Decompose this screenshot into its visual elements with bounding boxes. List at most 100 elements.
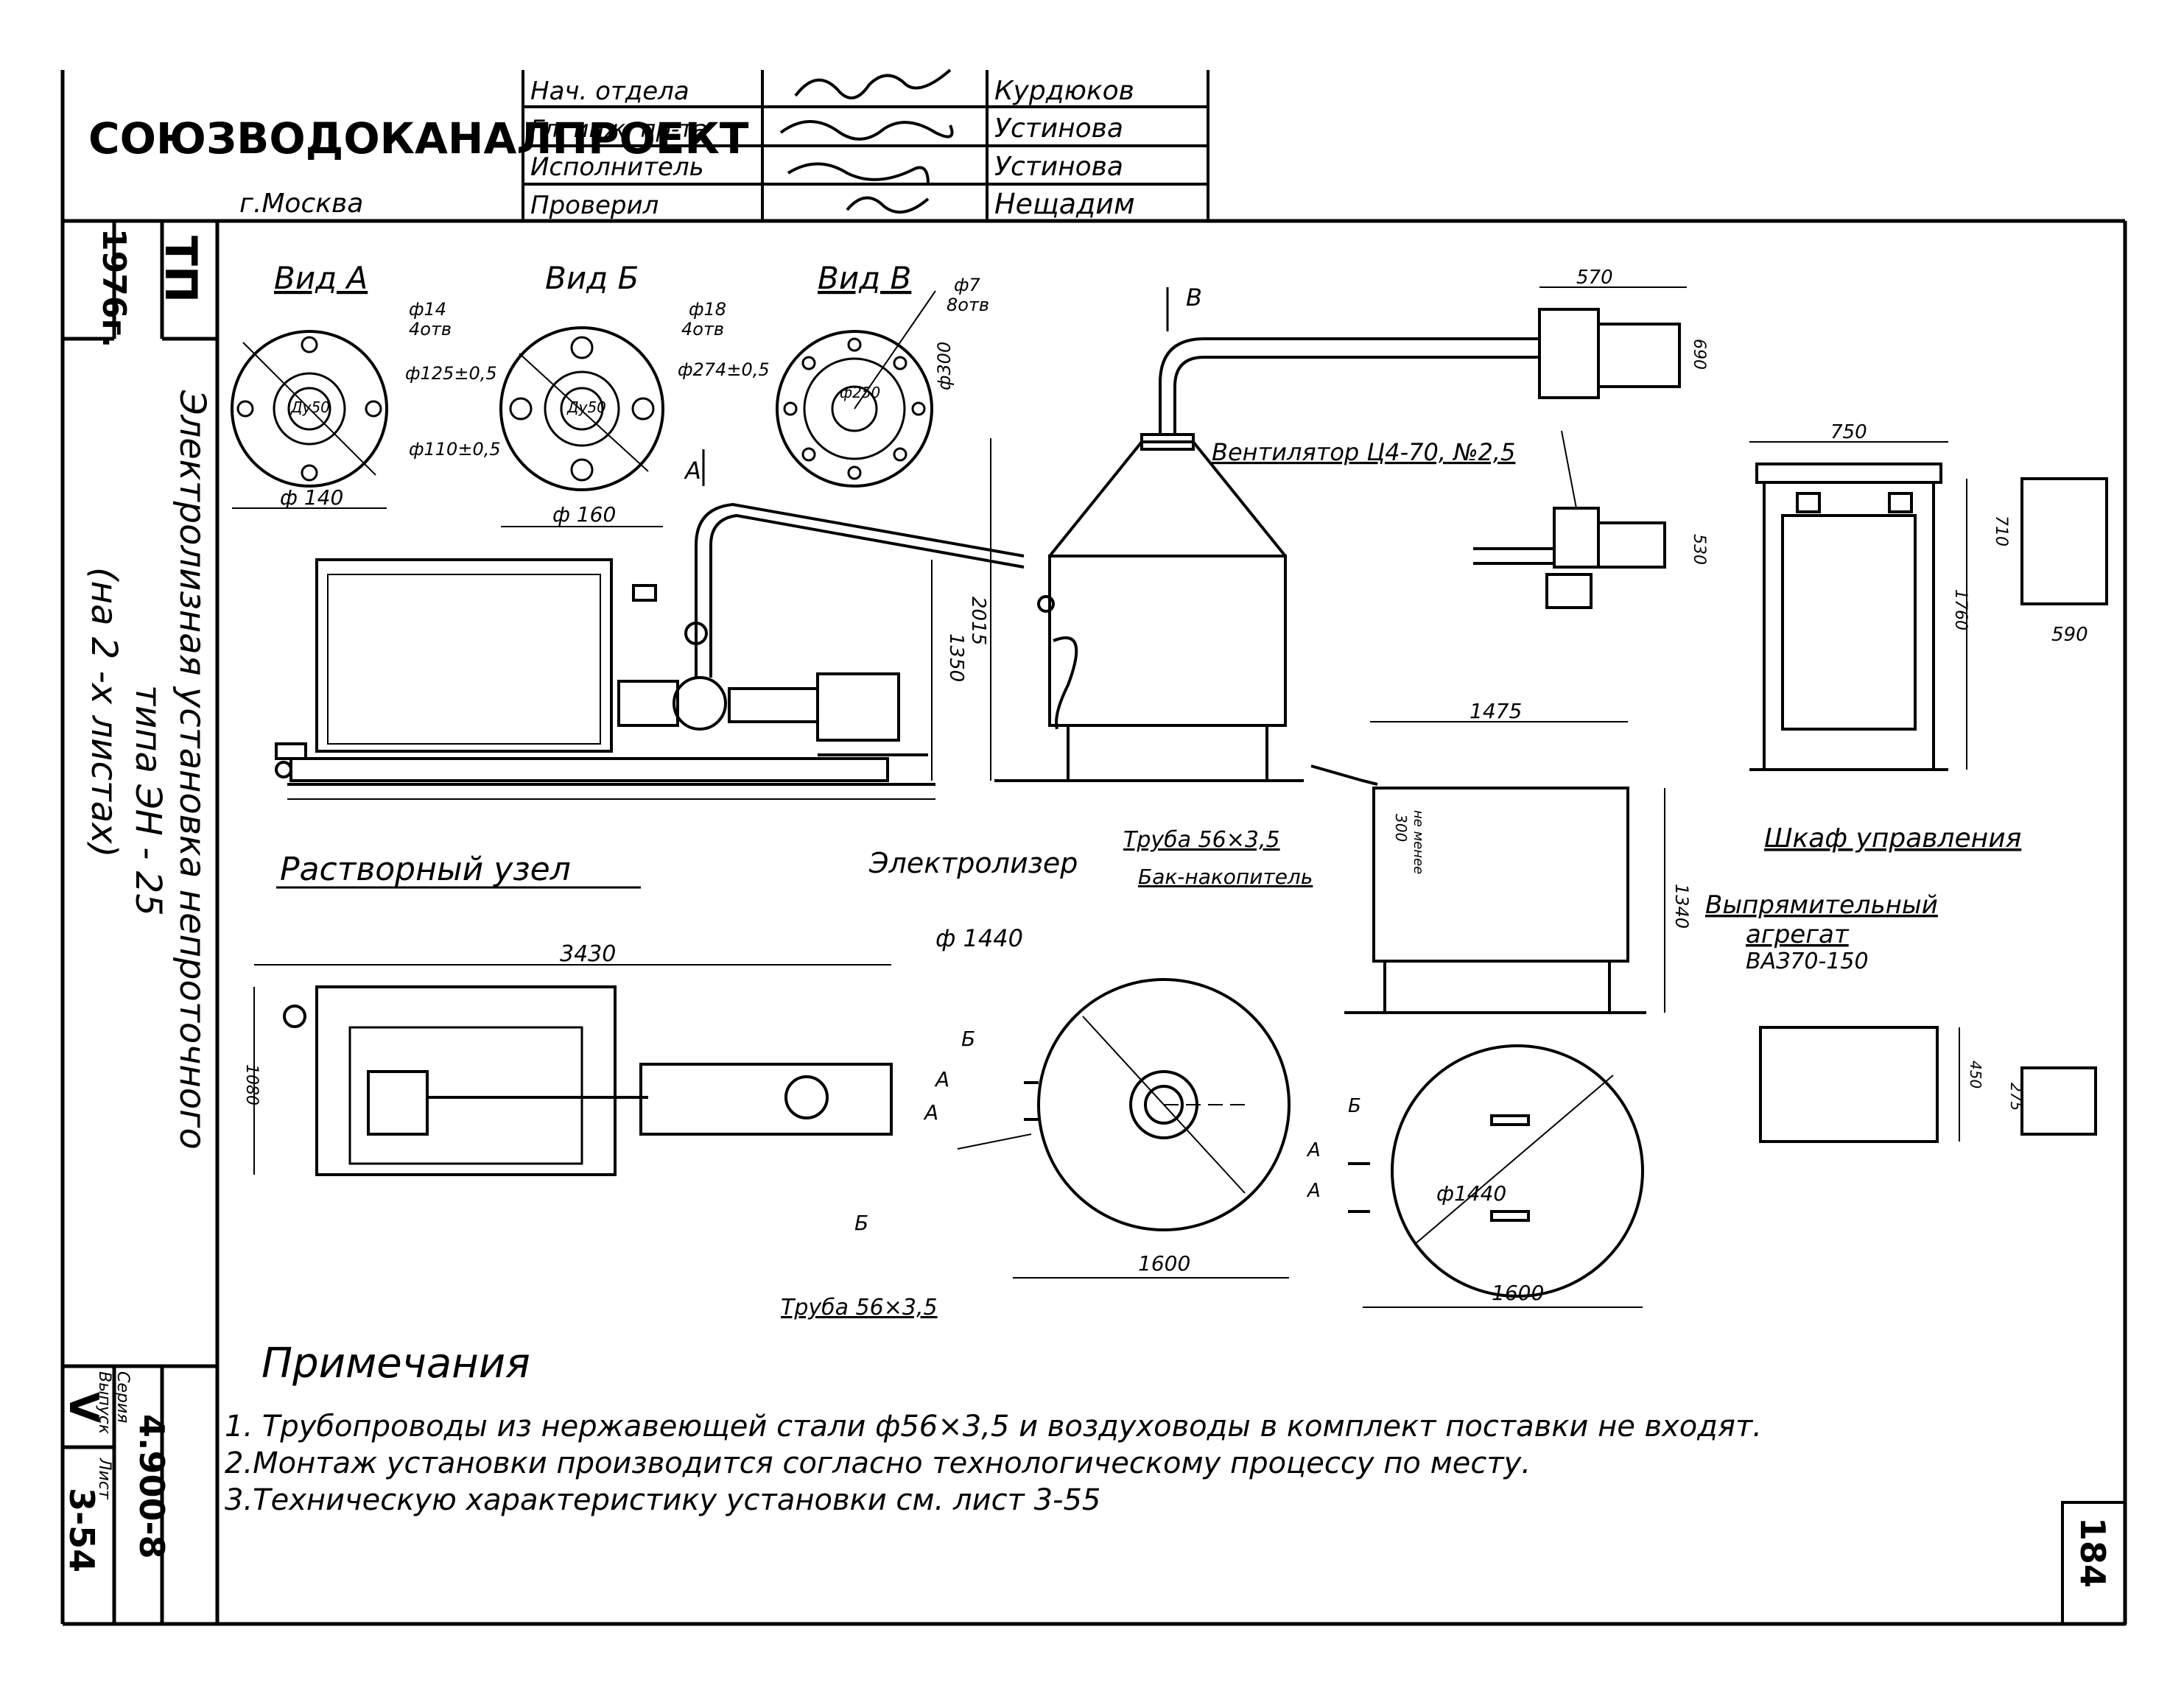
svg-text:4отв: 4отв	[409, 319, 452, 340]
note-1: 1. Трубопроводы из нержавеющей стали ф56…	[225, 1410, 1762, 1443]
name-ustinova-2: Устинова	[994, 152, 1123, 182]
arrow-v-label: В	[1186, 284, 1202, 312]
view-b: Вид Б ф18 4отв ф274±0,5 Ду50 ф 160	[499, 260, 770, 527]
role-head-of-department: Нач. отдела	[530, 77, 689, 106]
dim-tank-min: 300	[1392, 814, 1410, 842]
name-kurdyukov: Курдюков	[994, 76, 1134, 106]
rectifier-label-2: агрегат	[1746, 920, 1850, 949]
pipe-bottom-label: Труба 56×3,5	[781, 1295, 938, 1320]
svg-text:ф18: ф18	[689, 299, 726, 320]
role-checker: Проверил	[530, 191, 659, 220]
dim-electrolyzer-diam: ф 1440	[935, 924, 1023, 952]
svg-text:ф 160: ф 160	[552, 502, 616, 527]
dir-b-label-1: Б	[961, 1027, 975, 1051]
city-label: г.Москва	[239, 189, 363, 219]
fan-duct	[1204, 286, 1687, 609]
notes-section: Примечания 1. Трубопроводы из нержавеюще…	[225, 1340, 1762, 1517]
signatures	[779, 68, 954, 214]
dim-tank-height: 1340	[1671, 884, 1692, 929]
role-chief-engineer: Гл. инж. пр-та	[530, 115, 708, 143]
storage-tank-elevation	[1310, 721, 1665, 1014]
dim-cabinet-h2: 710	[1992, 516, 2010, 546]
view-v-title: Вид В	[818, 260, 911, 296]
tank-label: Бак-накопитель	[1138, 865, 1313, 889]
sheet-number: 3-54	[62, 1488, 102, 1572]
dim-2015: 2015	[967, 438, 991, 781]
rectifier-label-1: Выпрямительный	[1705, 890, 1938, 920]
svg-text:ф250: ф250	[840, 384, 880, 401]
dim-fan-width: 570	[1576, 267, 1613, 289]
pipe-top-label: Труба 56×3,5	[1123, 827, 1280, 853]
fan-label: Вентилятор Ц4-70, №2,5	[1212, 438, 1515, 466]
dissolver-label: Растворный узел	[280, 851, 571, 888]
drawing-title-line3: (на 2 -х листах)	[83, 567, 124, 857]
arrow-a-label: А	[684, 457, 701, 485]
dim-tank-diam: ф1440	[1436, 1181, 1506, 1206]
dir-a-label-2: А	[923, 1100, 938, 1125]
dim-dissolver-width: 1080	[242, 1064, 261, 1105]
dim-fan-height: 690	[1690, 339, 1708, 370]
sheet-label: Лист	[95, 1457, 113, 1500]
storage-tank-plan	[1348, 1044, 1644, 1308]
name-neshchadim: Нещадим	[994, 188, 1135, 220]
svg-text:1350: 1350	[945, 633, 967, 682]
view-b-title: Вид Б	[545, 260, 639, 296]
notes-heading: Примечания	[261, 1340, 530, 1388]
view-a-title: Вид А	[274, 260, 368, 296]
series-label: Серия	[113, 1371, 132, 1423]
issue-label: Выпуск	[95, 1371, 113, 1435]
issue-number: V	[60, 1392, 107, 1423]
view-v: Вид В ф7 8отв ф250 ф300	[776, 260, 989, 488]
dir-b-label-2: Б	[854, 1211, 868, 1235]
rectifier	[1759, 1026, 2097, 1143]
dissolver-elevation	[275, 502, 1025, 786]
rectifier-label-3: ВАЗ70-150	[1746, 949, 1869, 974]
dim-tank-min-2: не менее	[1411, 810, 1426, 874]
drawing-title-line1: Электролизная установка непроточного	[172, 390, 213, 1150]
dim-electrolyzer-plan: 1600	[1138, 1251, 1190, 1276]
svg-text:ф110±0,5: ф110±0,5	[409, 439, 501, 460]
dir-b-label-3: Б	[1348, 1095, 1361, 1117]
svg-text:ф300: ф300	[934, 342, 955, 390]
page-number-box: 184	[2061, 1501, 2127, 1625]
svg-text:8отв: 8отв	[947, 295, 989, 315]
dim-cabinet-h1: 1760	[1951, 589, 1970, 630]
svg-text:2015: 2015	[967, 597, 989, 645]
year-stamp: 1976г.	[95, 228, 133, 348]
electrolyzer-label: Электролизер	[868, 847, 1078, 879]
dissolver-plan	[253, 964, 893, 1176]
role-executor: Исполнитель	[530, 152, 704, 182]
dim-tank-width: 1475	[1470, 699, 1522, 723]
drawing-title-line2: типа ЭН - 25	[127, 685, 169, 916]
control-cabinet	[1749, 441, 2108, 771]
svg-text:ф125±0,5: ф125±0,5	[405, 363, 497, 384]
td-stamp: ТП	[155, 236, 206, 303]
dim-fan-motor: 530	[1690, 534, 1708, 565]
dim-rect-h2: 275	[2007, 1083, 2025, 1111]
dim-tank-plan: 1600	[1492, 1281, 1544, 1305]
left-strip: 1976г. ТП Электролизная установка непрот…	[60, 228, 213, 1572]
dim-dissolver-length: 3430	[560, 941, 616, 967]
sheet-frame	[60, 70, 2127, 1626]
electrolyzer-plan	[957, 978, 1291, 1279]
svg-text:ф14: ф14	[409, 299, 446, 320]
svg-text:ф 140: ф 140	[280, 485, 343, 510]
title-block: СОЮЗВОДОКАНАЛПРОЕКТ г.Москва Нач. отдела…	[88, 68, 1209, 221]
svg-text:4отв: 4отв	[681, 319, 724, 340]
svg-text:ф274±0,5: ф274±0,5	[678, 359, 770, 380]
dim-1350: 1350	[931, 560, 967, 781]
dim-rect-h1: 450	[1967, 1061, 1984, 1089]
svg-text:ф7: ф7	[954, 275, 981, 295]
series-number: 4.900-8	[132, 1414, 172, 1559]
svg-text:Ду50: Ду50	[290, 398, 330, 416]
dim-cabinet-width: 750	[1830, 421, 1867, 443]
dim-rect-width: 590	[2051, 624, 2088, 646]
dir-a-label-1: А	[934, 1067, 949, 1091]
svg-text:184: 184	[2073, 1517, 2113, 1588]
view-a: Вид А ф14 4отв ф125±0,5 ф110±0,5 Ду50 ф …	[231, 260, 501, 510]
dir-a-label-3: А	[1306, 1139, 1321, 1161]
note-3: 3.Техническую характеристику установки с…	[225, 1483, 1100, 1517]
dir-a-label-4: А	[1306, 1180, 1321, 1202]
organization-name: СОЮЗВОДОКАНАЛПРОЕКТ	[88, 113, 749, 163]
